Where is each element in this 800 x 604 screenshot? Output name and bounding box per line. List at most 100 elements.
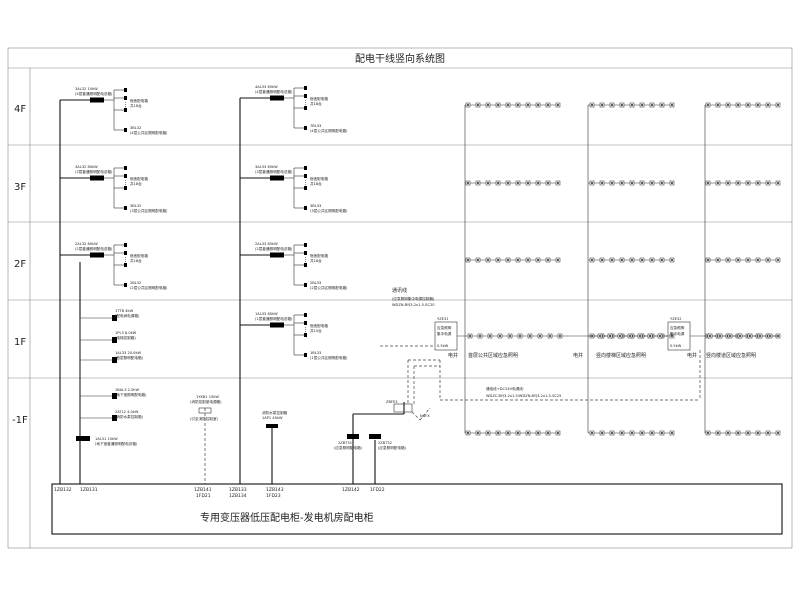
em-riser-1 (464, 102, 561, 436)
emergency-lighting-risers (457, 102, 781, 436)
col1-count-2f: 共18台 (130, 258, 142, 263)
fire-box-desc2: (引至消防控制室) (190, 416, 219, 421)
col1-load-4f: 宿舍配电箱 (130, 98, 148, 103)
col2-count-2f: 共18台 (310, 258, 322, 263)
col1-b1-main-desc: (地下室普通照明配电总箱) (95, 441, 138, 446)
col1-1f-load2-desc: (电梯控制箱) (115, 335, 136, 340)
col2-sub-desc-1f: (1层公共区照明配电箱) (310, 355, 348, 360)
floor-label-4f: 4F (14, 104, 26, 115)
col1-sub-desc-2f: (2层公共区照明配电箱) (130, 285, 168, 290)
node-yze31-l2: 集中电源 (437, 331, 452, 336)
col1-b1-group: 1BAL3 2.0kW (地下室照明配电箱) 2ATL2 4.0kW (消防水泵… (76, 388, 147, 446)
col1-box-3f (90, 175, 104, 181)
feeder-1zb143: 1ZB143 (266, 487, 284, 493)
col1-count-4f: 共18台 (130, 103, 142, 108)
node-yze32-id: YZE32 (670, 317, 682, 321)
fire-box-desc: (消防控制室电源箱) (190, 399, 222, 404)
col1-1f-load2-id: 1PL3 8.0kW (115, 331, 137, 335)
col2-box-desc-1f: (1层普通照明配电总箱) (255, 316, 293, 321)
zone1-label: 首层公共区域应急照明 (468, 352, 518, 359)
col1-sub-id-3f: 3BL32 (130, 204, 141, 208)
em-1f-run (457, 333, 780, 339)
col1-1f-load1-desc: (配电间电源箱) (115, 313, 140, 318)
col2-box-id-1f: 1AL33 65kW (255, 312, 278, 316)
col1-b1-busbar (76, 436, 90, 441)
feeder-1zb131: 1ZB131 (80, 487, 98, 493)
shaft3-label: 电井 (687, 352, 697, 359)
zbfe3-label: ZBFE3 (386, 400, 398, 404)
col2-box-desc-3f: (3层普通照明配电总箱) (255, 169, 293, 174)
col2-box-2f (270, 252, 284, 258)
col2-load-3f: 宿舍配电箱 (310, 176, 328, 181)
zone3-label: 竖向楼道区域应急照明 (706, 352, 756, 359)
col2-box-4f (270, 95, 284, 101)
em-riser-3 (704, 102, 781, 436)
col1-load-2f: 宿舍配电箱 (130, 253, 148, 258)
pump-box-id: 消防水泵控制箱 (262, 410, 288, 415)
col2-load-4f: 宿舍配电箱 (310, 96, 328, 101)
feeder-1zb132: 1ZB132 (54, 487, 72, 493)
col2-2f: 2AL33 65kW(2层普通照明配电总箱)宿舍配电箱共18台2BL33(2层公… (240, 242, 348, 290)
fire-box-id: 1YKB1 10kW (196, 395, 219, 399)
col1-sub-desc-4f: (4层公共区照明配电箱) (130, 130, 168, 135)
node-yze32-l2: 集中电源 (670, 331, 685, 336)
emergency-box-left (347, 434, 359, 439)
col1-box-4f (90, 97, 104, 103)
zone2-label: 竖向楼梯区域应急照明 (596, 352, 646, 359)
emergency-box-right (369, 434, 381, 439)
col2-sub-desc-4f: (4层公共区照明配电箱) (310, 128, 348, 133)
feeder-1fd22: 1FD22 (370, 487, 385, 493)
col2-box-desc-4f: (4层普通照明配电总箱) (255, 89, 293, 94)
col2-box-1f (270, 322, 284, 328)
comm-cable1b: WDZN-BYJ3-2x1.5-SC20 (392, 303, 435, 307)
col2-box-id-2f: 2AL33 65kW (255, 242, 278, 246)
col1-b1-main-id: 1AL31 10kW (95, 437, 118, 441)
col1-box-id-3f: 3AL32 80kW (75, 165, 98, 169)
feeder-1zb142: 1ZB142 (342, 487, 360, 493)
floor-label-b1: -1F (12, 415, 28, 426)
col1-4f: 3AL32 10kW(4层普通照明配电总箱)宿舍配电箱共18台3BL32(4层公… (60, 87, 168, 135)
floor-label-3f: 3F (14, 182, 26, 193)
col1-floor-branches: 3AL32 10kW(4层普通照明配电总箱)宿舍配电箱共18台3BL32(4层公… (60, 87, 168, 290)
col1-b1-load2-desc: (消防水泵控制箱) (115, 414, 144, 419)
node-yze32 (667, 321, 691, 351)
comm-label: 通讯线 (392, 287, 407, 294)
pump-box-desc: 1AP1 45kW (262, 416, 283, 420)
col1-box-2f (90, 252, 104, 258)
col1-b1-load1-desc: (地下室照明配电箱) (115, 392, 147, 397)
col1-1f-load3-desc: (首层照明配电箱) (115, 355, 144, 360)
emergency-right-desc: (应急照明配电箱) (378, 445, 407, 450)
floor-label-2f: 2F (14, 259, 26, 270)
comm2-label: 通信线+DC24V电源线: (486, 386, 524, 391)
col2-floor-branches: 4AL33 65kW(4层普通照明配电总箱)宿舍配电箱共18台7BL33(4层公… (240, 85, 348, 360)
comm-section: 通讯线 (应急照明集中电源控制器) WDZN-BYJ3-2x1.5-SC20 Y… (380, 287, 756, 401)
node-yze32-l3: 0.5kW (670, 344, 682, 348)
comm2b-label: WDZC-BYJ3-2x1.5/WDZN-BYJ3-2x1.5-SC25 (486, 394, 561, 398)
col1-box-desc-4f: (4层普通照明配电总箱) (75, 91, 113, 96)
emergency-supply: 2ZBT31 (应急照明配电箱) 2ZBT32 (应急照明配电箱) ZBFE3 … (334, 359, 440, 484)
col1-box-id-2f: 2AL32 80kW (75, 242, 98, 246)
node-yze31-id: YZE31 (437, 317, 449, 321)
col1-1f-group: 1TTB 4kW (配电间电源箱) 1PL3 8.0kW (电梯控制箱) 1AL… (79, 309, 144, 440)
feeder-1fd21: 1FD21 (196, 493, 211, 499)
emergency-left-desc: (应急照明配电箱) (334, 445, 363, 450)
main-panel-box (51, 483, 783, 535)
col1-box-desc-2f: (2层普通照明配电总箱) (75, 246, 113, 251)
floor-label-1f: 1F (14, 337, 26, 348)
col1-1f-load1-id: 1TTB 4kW (115, 309, 134, 313)
comm-cable1: (应急照明集中电源控制器) (392, 296, 435, 301)
em-riser-2 (587, 102, 675, 436)
col2-box-3f (270, 175, 284, 181)
col1-b1-load1-id: 1BAL3 2.0kW (115, 388, 139, 392)
shaft1-label: 电井 (448, 352, 458, 359)
col2-4f: 4AL33 65kW(4层普通照明配电总箱)宿舍配电箱共18台7BL33(4层公… (240, 85, 348, 133)
col1-2f: 2AL32 80kW(2层普通照明配电总箱)宿舍配电箱共18台2BL32(2层公… (60, 242, 168, 290)
node-yze31-l1: 应急照明 (437, 325, 452, 330)
col2-1f: 1AL33 65kW(1层普通照明配电总箱)宿舍配电箱共15台1BL33(1层公… (240, 312, 348, 360)
col1-1f-load3-id: 1AL33 20.0kW (115, 351, 142, 355)
col2-load-2f: 宿舍配电箱 (310, 253, 328, 258)
col2-load-1f: 宿舍配电箱 (310, 323, 328, 328)
feeder-1zb141: 1ZB141 (194, 487, 212, 493)
